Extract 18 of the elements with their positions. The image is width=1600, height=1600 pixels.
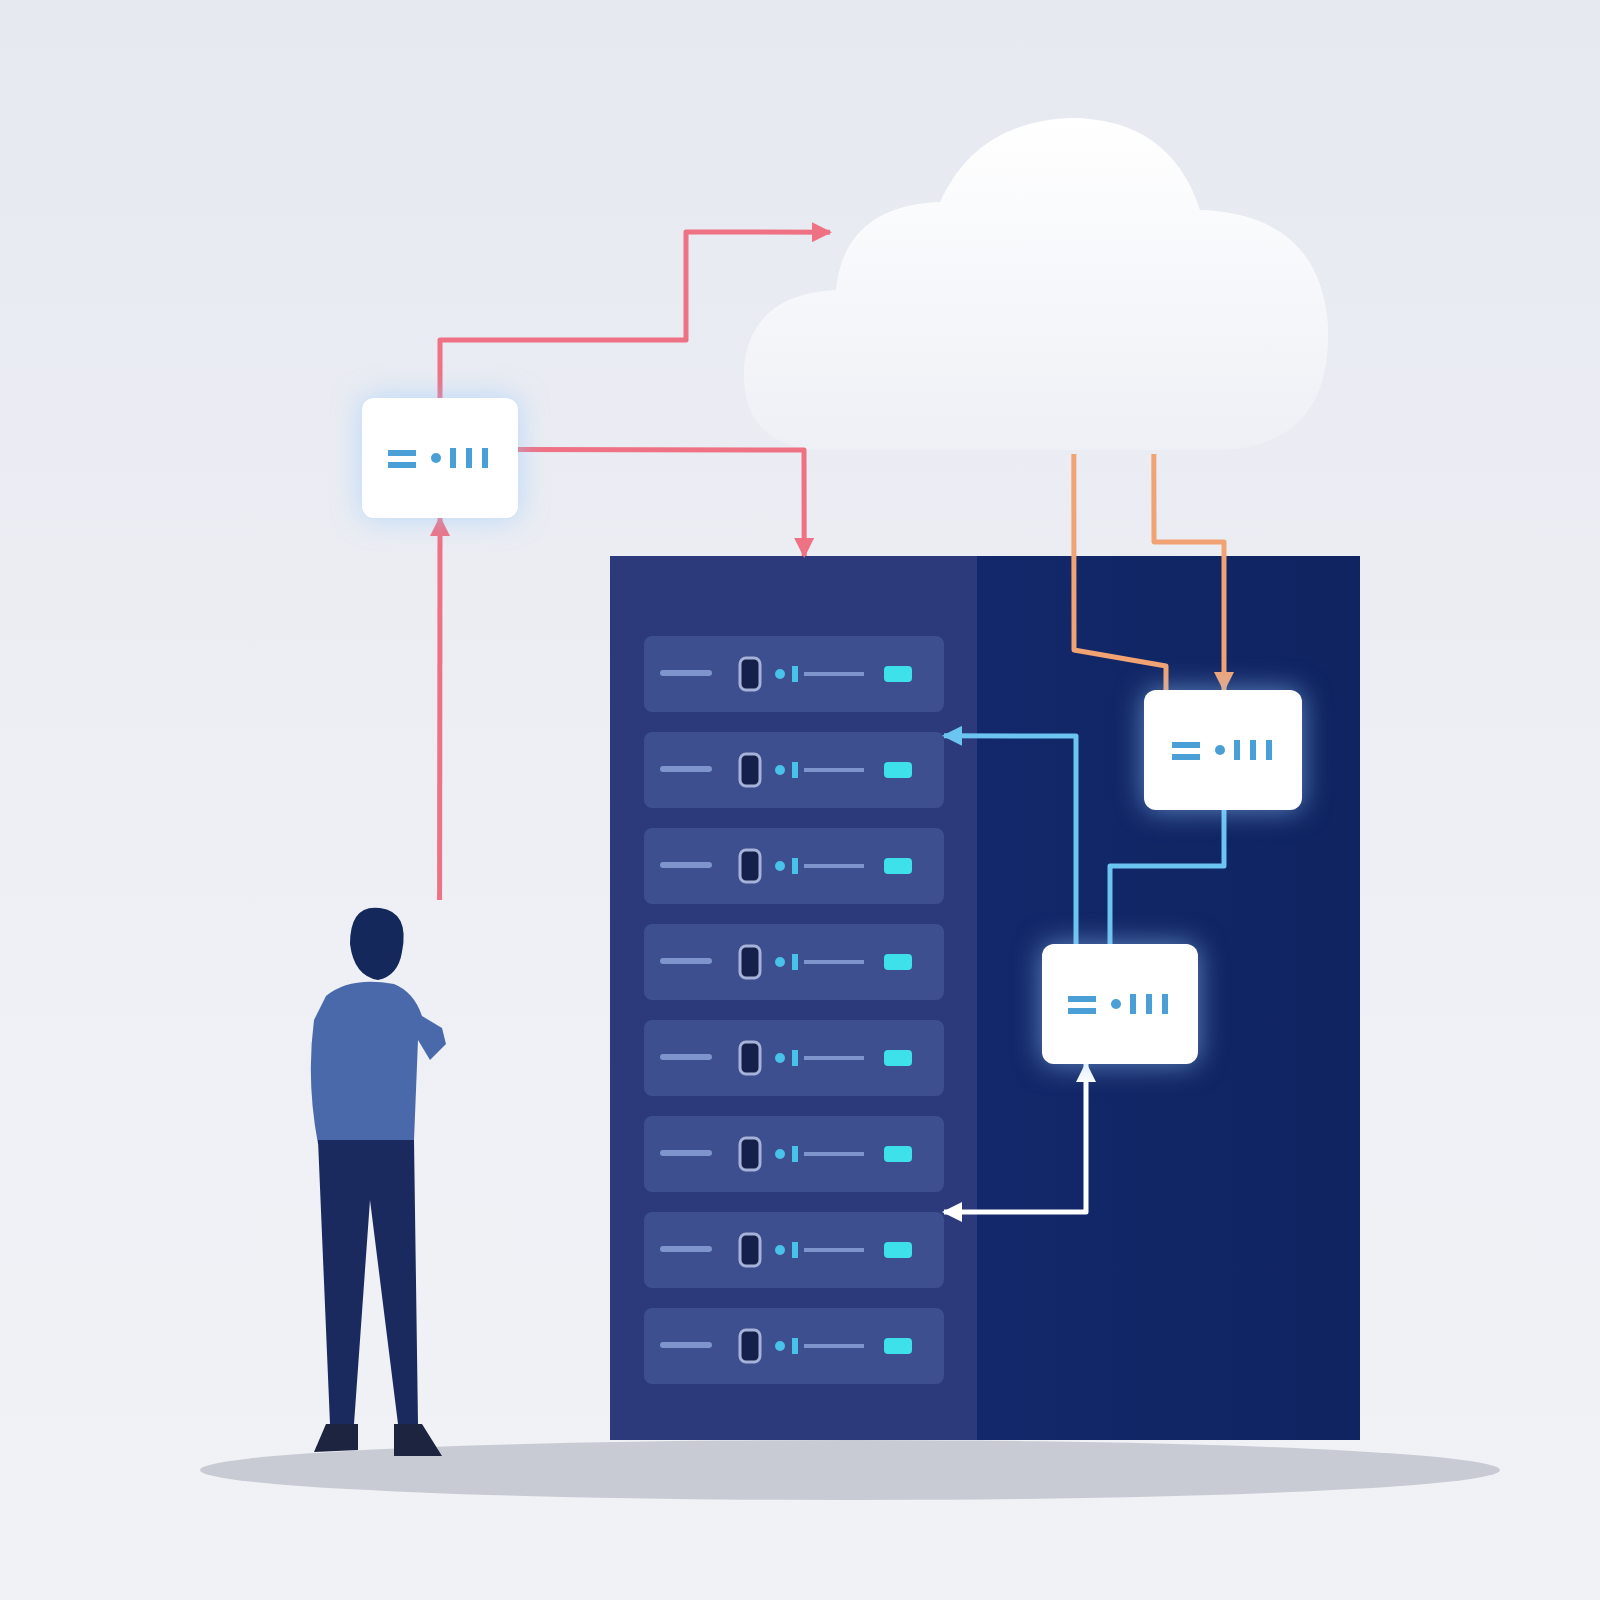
server-unit [644,1212,944,1288]
server-unit [644,1020,944,1096]
connector-arrow [518,447,815,558]
server-unit [644,1116,944,1192]
server-rack [610,556,1360,1440]
connector-arrow [942,1062,1096,1222]
server-unit [644,924,944,1000]
server-unit [644,732,944,808]
connector-arrow [1151,454,1234,692]
network-device [1144,690,1302,810]
connector-arrow [437,222,832,398]
network-device [1042,944,1198,1064]
server-unit [644,828,944,904]
connector-arrow [942,725,1079,944]
connector-arrow [430,516,450,900]
server-unit [644,636,944,712]
network-device [362,398,518,518]
server-unit [644,1308,944,1384]
